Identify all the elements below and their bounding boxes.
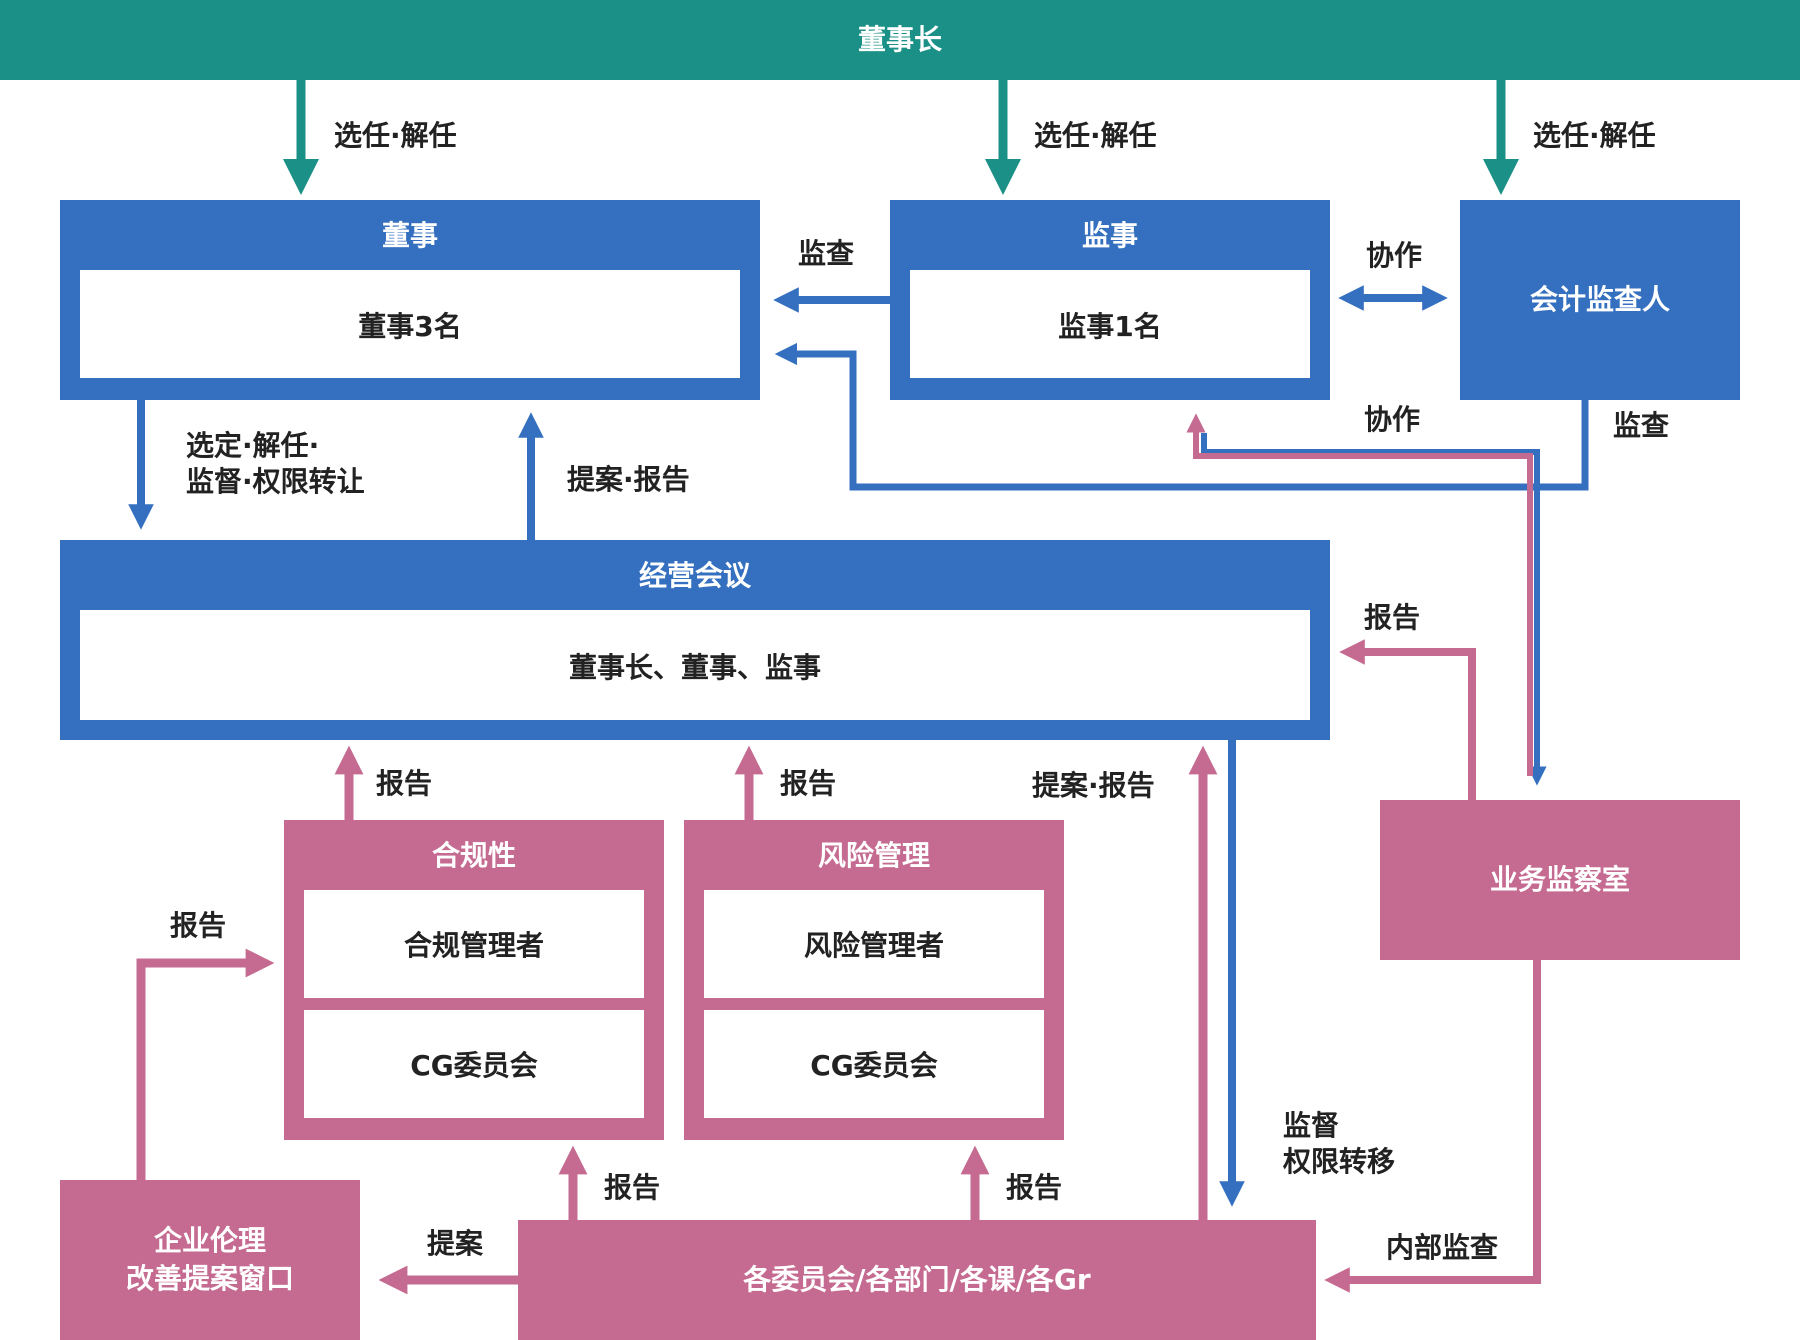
- arrow-internal-office-cooperate-auditor: [1186, 413, 1533, 776]
- label-audit-accounting: 监查: [1613, 409, 1670, 442]
- ethics-window-title: 企业伦理 改善提案窗口: [125, 1224, 294, 1295]
- compliance-cg-committee: CG委员会: [410, 1049, 538, 1082]
- risk-box: 风险管理 风险管理者 CG委员会: [684, 820, 1064, 1140]
- accounting-auditor-title: 会计监查人: [1529, 283, 1670, 317]
- arrow-internal-office-to-departments: [1324, 960, 1541, 1293]
- compliance-box: 合规性 合规管理者 CG委员会: [284, 820, 664, 1140]
- label-elect-dismiss-directors: 选任·解任: [334, 119, 457, 152]
- label-audit-directors: 监查: [798, 237, 855, 270]
- arrow-internal-office-to-meeting: [1339, 639, 1476, 800]
- compliance-row1-box: 合规管理者: [304, 890, 644, 998]
- arrow-auditor-to-internal-office: [1201, 433, 1547, 786]
- label-report-dept-compliance: 报告: [604, 1171, 661, 1204]
- internal-audit-office-box: 业务监察室: [1380, 800, 1740, 960]
- directors-content-box: 董事3名: [80, 270, 740, 378]
- risk-row2-box: CG委员会: [704, 1010, 1044, 1118]
- departments-box: 各委员会/各部门/各课/各Gr: [518, 1220, 1316, 1340]
- management-meeting-content-box: 董事长、董事、监事: [80, 610, 1310, 720]
- label-select-supervise: 选定·解任· 监督·权限转让: [186, 429, 365, 499]
- compliance-manager: 合规管理者: [403, 929, 544, 962]
- internal-audit-office-title: 业务监察室: [1489, 863, 1630, 897]
- directors-box: 董事 董事3名: [60, 200, 760, 400]
- label-propose-report-departments: 提案·报告: [1032, 769, 1155, 802]
- departments-title: 各委员会/各部门/各课/各Gr: [743, 1263, 1091, 1297]
- directors-title: 董事: [381, 219, 438, 252]
- ethics-window-box: 企业伦理 改善提案窗口: [60, 1180, 360, 1340]
- label-report-internal-meeting: 报告: [1364, 601, 1421, 634]
- label-cooperate-internal: 协作: [1364, 403, 1421, 436]
- management-meeting-box: 经营会议 董事长、董事、监事: [60, 540, 1330, 740]
- label-elect-dismiss-accounting: 选任·解任: [1533, 119, 1656, 152]
- label-report-ethics: 报告: [170, 909, 227, 942]
- label-internal-audit: 内部监查: [1386, 1231, 1499, 1264]
- arrow-ethics-to-compliance: [136, 948, 275, 1180]
- management-meeting-content: 董事长、董事、监事: [568, 651, 821, 684]
- label-propose-report-directors: 提案·报告: [567, 463, 690, 496]
- label-cooperate-accounting: 协作: [1366, 239, 1423, 272]
- label-elect-dismiss-auditor: 选任·解任: [1034, 119, 1157, 152]
- risk-manager: 风险管理者: [803, 929, 944, 962]
- compliance-row2-box: CG委员会: [304, 1010, 644, 1118]
- chairman-bar: 董事长: [0, 0, 1800, 80]
- risk-title: 风险管理: [817, 839, 930, 872]
- risk-cg-committee: CG委员会: [810, 1049, 938, 1082]
- label-report-dept-risk: 报告: [1006, 1171, 1063, 1204]
- chairman-title: 董事长: [857, 23, 942, 57]
- auditor-title: 监事: [1081, 219, 1138, 252]
- compliance-title: 合规性: [431, 839, 516, 872]
- risk-row1-box: 风险管理者: [704, 890, 1044, 998]
- auditor-box: 监事 监事1名: [890, 200, 1330, 400]
- arrow-accounting-audits-directors: [774, 342, 1589, 491]
- label-supervise-transfer: 监督 权限转移: [1283, 1109, 1396, 1179]
- label-report-risk: 报告: [780, 767, 837, 800]
- directors-content: 董事3名: [358, 310, 462, 343]
- label-report-compliance: 报告: [376, 767, 433, 800]
- management-meeting-title: 经营会议: [638, 559, 751, 592]
- auditor-content-box: 监事1名: [910, 270, 1310, 378]
- auditor-content: 监事1名: [1058, 310, 1162, 343]
- accounting-auditor-box: 会计监查人: [1460, 200, 1740, 400]
- label-propose-ethics: 提案: [427, 1227, 484, 1260]
